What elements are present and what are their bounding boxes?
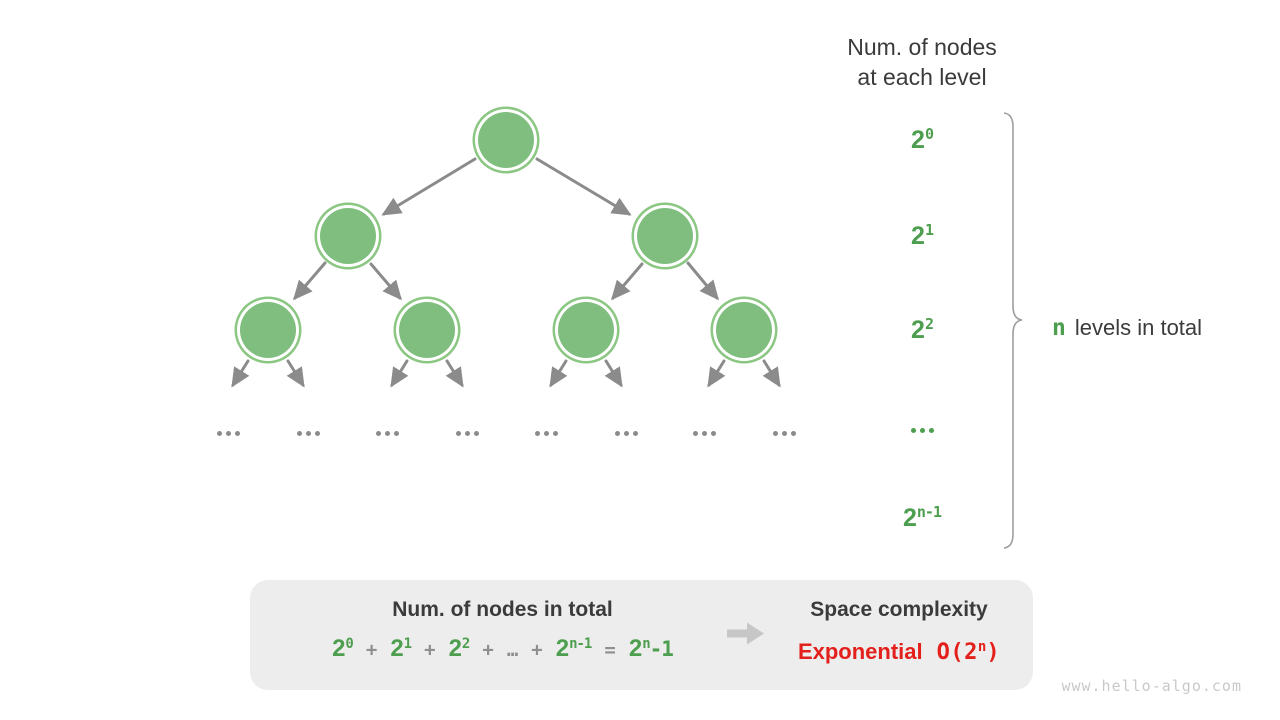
panel-header: Num. of nodes at each level <box>832 32 1012 92</box>
level-count-label: 20 <box>911 125 934 154</box>
formula-term: 2n-1 <box>628 635 674 662</box>
tree-node <box>399 302 455 358</box>
big-o-prefix: O(2 <box>936 640 978 665</box>
tree-node <box>637 208 693 264</box>
leaf-ellipsis <box>689 429 719 437</box>
brace-label-text: levels in total <box>1074 315 1203 340</box>
formula-term: 20 <box>332 635 354 662</box>
panel-header-line1: Num. of nodes <box>847 34 997 60</box>
tree-edges <box>231 157 781 388</box>
big-o-suffix: ) <box>986 640 1001 665</box>
tree-node-root <box>478 112 534 168</box>
edge-leaf <box>762 359 781 388</box>
edge-l2l-right <box>369 262 402 301</box>
summary-right-column: Space complexity Exponential O(2n) <box>770 580 1028 671</box>
node-total-formula: 20 +21 +22 + … +2n-1 = 2n-1 <box>250 635 755 669</box>
leaf-ellipsis <box>611 429 641 437</box>
level-count-label: 22 <box>911 315 934 344</box>
formula-operator: + <box>365 639 378 661</box>
tree-node <box>558 302 614 358</box>
summary-left-column: Num. of nodes in total 20+21+22+…+2n-1=2… <box>250 580 755 669</box>
edge-leaf <box>549 359 568 388</box>
leaf-ellipsis <box>452 429 482 437</box>
tree-node <box>240 302 296 358</box>
big-o-exponent: n <box>977 639 987 655</box>
tree-node <box>716 302 772 358</box>
formula-operator: + <box>531 639 543 661</box>
leaf-ellipsis <box>293 429 323 437</box>
edge-leaf <box>707 359 726 388</box>
formula-term: 21 <box>390 635 412 662</box>
complexity-label: Exponential <box>797 639 923 664</box>
tree-node <box>320 208 376 264</box>
edge-l2l-left <box>293 261 327 301</box>
brace-label: n levels in total <box>1052 312 1202 344</box>
summary-box: Num. of nodes in total 20+21+22+…+2n-1=2… <box>250 580 1033 690</box>
edge-root-left <box>381 157 477 216</box>
edge-root-right <box>535 157 632 216</box>
edge-leaf <box>604 359 623 388</box>
brace-label-n: n <box>1052 315 1066 341</box>
levels-brace <box>1003 112 1023 549</box>
level-count-label: 21 <box>911 221 934 250</box>
formula-operator: … <box>506 639 519 661</box>
formula-operator: + <box>424 639 436 661</box>
edge-leaf <box>286 359 305 388</box>
summary-left-title: Num. of nodes in total <box>392 598 613 621</box>
implies-arrow-icon <box>727 622 764 645</box>
watermark: www.hello-algo.com <box>1061 677 1242 695</box>
level-count-label: 2n-1 <box>903 503 942 532</box>
formula-term: 22 <box>448 635 471 662</box>
formula-term: 2n-1 <box>555 635 593 662</box>
formula-operator: + <box>482 639 494 661</box>
leaf-ellipsis <box>769 429 799 437</box>
leaf-ellipsis <box>213 429 243 437</box>
edge-l2r-left <box>611 262 644 301</box>
level-count-ellipsis <box>862 413 982 447</box>
formula-operator: = <box>604 639 616 661</box>
edge-leaf <box>390 359 409 388</box>
leaf-ellipsis <box>531 429 561 437</box>
leaf-ellipsis <box>372 429 402 437</box>
edge-leaf <box>231 359 250 388</box>
summary-right-title: Space complexity <box>810 598 988 621</box>
edge-leaf <box>445 359 464 388</box>
complexity-result: Exponential O(2n) <box>770 636 1028 671</box>
panel-header-line2: at each level <box>857 64 987 90</box>
edge-l2r-right <box>686 261 719 301</box>
